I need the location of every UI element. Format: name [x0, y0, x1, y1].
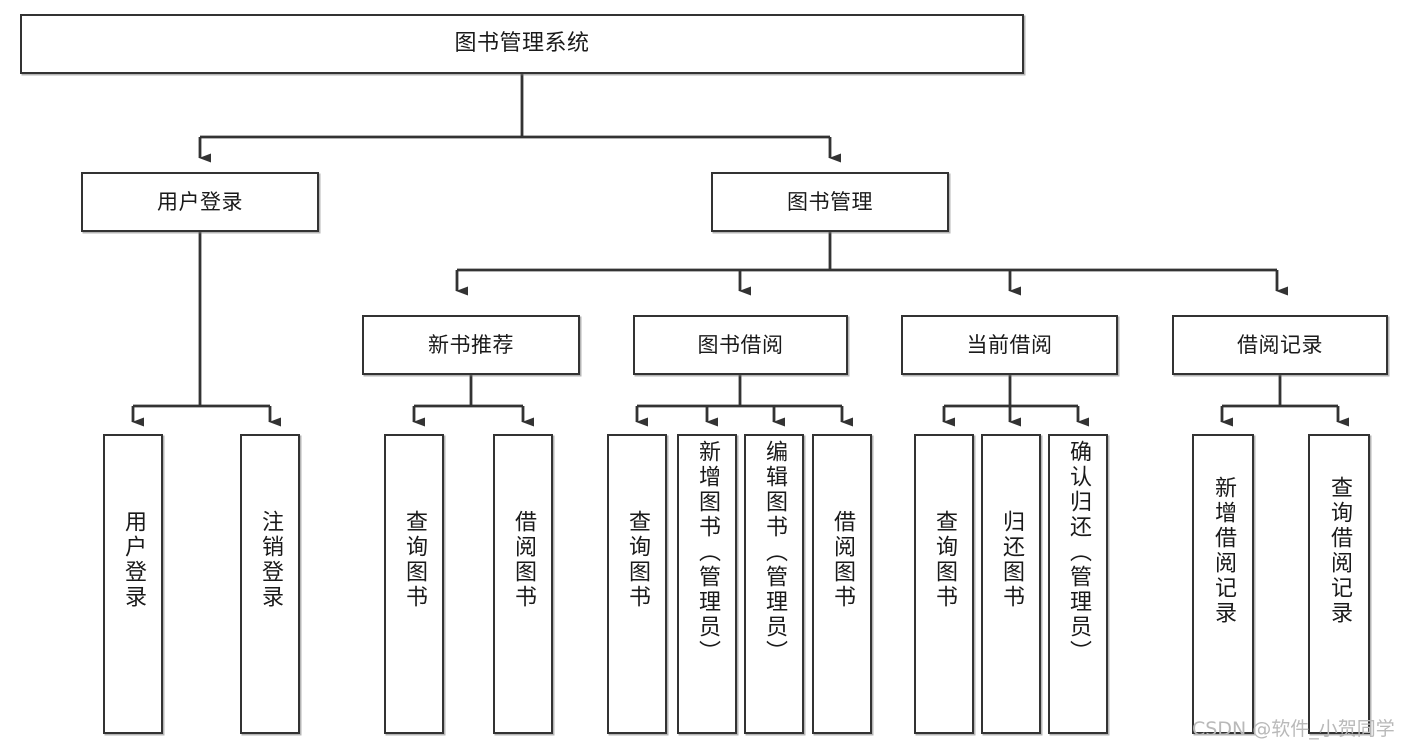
node-label: 借阅图书	[830, 510, 855, 610]
leaf-user-login[interactable]: 用户登录	[103, 434, 163, 734]
node-current-borrow[interactable]: 当前借阅	[901, 315, 1118, 375]
node-label: 注销登录	[258, 510, 283, 610]
node-label: 查询图书	[402, 510, 427, 610]
node-label: 用户登录	[157, 189, 243, 214]
leaf-add-book-admin[interactable]: 新增图书（管理员）	[677, 434, 737, 734]
leaf-query-book-current[interactable]: 查询图书	[914, 434, 974, 734]
node-label: 新增图书（管理员）	[695, 440, 720, 665]
node-label: 图书管理系统	[454, 31, 590, 57]
node-label: 新增借阅记录	[1211, 476, 1236, 626]
node-user-login[interactable]: 用户登录	[81, 172, 319, 232]
node-book-borrow[interactable]: 图书借阅	[633, 315, 848, 375]
leaf-return-book[interactable]: 归还图书	[981, 434, 1041, 734]
leaf-query-book-borrow[interactable]: 查询图书	[607, 434, 667, 734]
node-label: 借阅图书	[511, 510, 536, 610]
leaf-query-borrow-record[interactable]: 查询借阅记录	[1308, 434, 1370, 734]
node-label: 新书推荐	[428, 332, 514, 357]
leaf-borrow-book[interactable]: 借阅图书	[812, 434, 872, 734]
leaf-edit-book-admin[interactable]: 编辑图书（管理员）	[744, 434, 804, 734]
node-label: 当前借阅	[966, 332, 1053, 357]
node-root-book-management-system[interactable]: 图书管理系统	[20, 14, 1024, 74]
node-label: 编辑图书（管理员）	[762, 440, 787, 665]
leaf-logout[interactable]: 注销登录	[240, 434, 300, 734]
leaf-add-borrow-record[interactable]: 新增借阅记录	[1192, 434, 1254, 734]
csdn-watermark: CSDN @软件_小贺同学	[1192, 718, 1395, 740]
node-label: 借阅记录	[1237, 332, 1323, 357]
node-book-management[interactable]: 图书管理	[711, 172, 949, 232]
node-label: 用户登录	[121, 510, 146, 610]
node-label: 查询图书	[625, 510, 650, 610]
leaf-query-book-recommend[interactable]: 查询图书	[384, 434, 444, 734]
leaf-confirm-return-admin[interactable]: 确认归还（管理员）	[1048, 434, 1108, 734]
node-label: 图书管理	[787, 189, 873, 214]
node-label: 确认归还（管理员）	[1066, 440, 1091, 665]
node-label: 图书借阅	[697, 332, 784, 357]
node-borrow-record[interactable]: 借阅记录	[1172, 315, 1388, 375]
node-new-book-recommendation[interactable]: 新书推荐	[362, 315, 580, 375]
leaf-borrow-book-recommend[interactable]: 借阅图书	[493, 434, 553, 734]
node-label: 归还图书	[999, 510, 1024, 610]
node-label: 查询借阅记录	[1327, 476, 1352, 626]
node-label: 查询图书	[932, 510, 957, 610]
